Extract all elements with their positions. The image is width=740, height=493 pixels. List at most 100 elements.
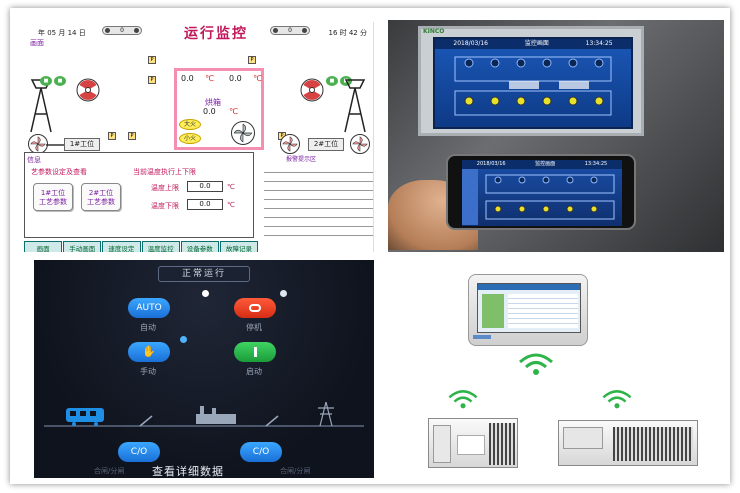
left-radiation-fan-icon xyxy=(76,78,100,102)
kiln-temp-b-unit: ℃ xyxy=(253,74,262,83)
monitor-screen: 2018/03/16 监控画面 13:34:25 xyxy=(433,37,633,129)
monitor-date: 2018/03/16 xyxy=(453,40,488,47)
right-mid-fan-icon xyxy=(280,134,300,154)
hmi-subtitle: 画面 xyxy=(30,39,44,47)
upper-limit-value[interactable]: 0.0 xyxy=(187,181,223,192)
monitor-brand: KINCO xyxy=(423,28,445,35)
right-bottom-fan-icon xyxy=(350,134,370,154)
hmi-tablet xyxy=(468,274,588,346)
start-icon xyxy=(253,346,257,357)
hmi-nav-bar: 画面 手动画面 速度设定 温度监控 设备参数 故障记录 xyxy=(24,241,259,252)
panel-monitor: KINCO 2018/03/16 监控画面 13:34:25 xyxy=(418,26,644,136)
left-bottom-fan-icon xyxy=(28,134,48,154)
start-label: 启动 xyxy=(246,367,262,376)
alarm-list xyxy=(264,164,373,236)
pylon-icon xyxy=(318,401,334,427)
left-green-indicator: ■ xyxy=(40,76,52,86)
fire-small-button[interactable]: 小火 xyxy=(179,133,201,144)
stop-icon xyxy=(249,303,261,312)
stop-button[interactable] xyxy=(234,298,276,318)
info-panel: 信息 艺参数设定及查看 当前温度执行上下限 1#工位 工艺参数 2#工位 工艺参… xyxy=(24,152,254,238)
smartphone: 2018/03/16 监控画面 13:34:25 xyxy=(446,154,636,230)
monitor-screen-header: 2018/03/16 监控画面 13:34:25 xyxy=(435,39,631,49)
view-details-link[interactable]: 查看详细数据 xyxy=(152,465,224,478)
phone-time: 13:34:25 xyxy=(584,161,608,167)
hmi-right-counter: 0 xyxy=(270,26,310,35)
stop-label: 停机 xyxy=(246,323,262,332)
wifi-icon-center xyxy=(519,353,553,375)
mobile-control-app: 正常运行 AUTO 自动 停机 ✋ 手动 启动 xyxy=(34,260,374,478)
nav-temperature[interactable]: 温度监控 xyxy=(141,241,180,252)
phone-date: 2018/03/16 xyxy=(476,161,506,167)
manual-indicator-dot xyxy=(180,336,187,343)
kiln-panel: 0.0 ℃ 0.0 ℃ 烘箱 0.0 ℃ 大火 小火 xyxy=(174,68,264,150)
craft1-line2: 工艺参数 xyxy=(39,198,67,206)
kiln-temp-b: 0.0 xyxy=(229,74,242,83)
alarm-area-label: 报警提示区 xyxy=(286,156,317,163)
lower-limit-value[interactable]: 0.0 xyxy=(187,199,223,210)
phone-title: 监控画面 xyxy=(535,161,556,167)
kiln-temp-a-unit: ℃ xyxy=(205,74,214,83)
left-small-indicator: P xyxy=(108,132,116,140)
monitor-time: 13:34:25 xyxy=(585,40,613,47)
hmi-title: 运行监控 xyxy=(184,26,248,42)
hmi-phone-photo: KINCO 2018/03/16 监控画面 13:34:25 xyxy=(388,20,724,252)
kiln-temp-a: 0.0 xyxy=(181,74,194,83)
craft2-line1: 2#工位 xyxy=(88,189,114,197)
right-green-indicator: ■ xyxy=(326,76,338,86)
manual-label: 手动 xyxy=(140,367,156,376)
nav-speed[interactable]: 速度设定 xyxy=(102,241,141,252)
wireless-devices-illustration xyxy=(388,260,724,478)
collage-frame: 年 05 月 14 日 0 运行监控 0 16 时 42 分 画面 ■ ■ P … xyxy=(10,8,730,484)
phone-diagram xyxy=(462,169,615,225)
plc-device-left xyxy=(428,418,518,468)
fire-big-button[interactable]: 大火 xyxy=(179,119,201,130)
nav-device-params[interactable]: 设备参数 xyxy=(180,241,219,252)
co-right-button[interactable]: C/O xyxy=(240,442,282,462)
craft1-button[interactable]: 1#工位 工艺参数 xyxy=(33,183,73,211)
right-radiation-fan-icon xyxy=(300,78,324,102)
auto-button[interactable]: AUTO xyxy=(128,298,170,318)
hmi-monitor-screen: 年 05 月 14 日 0 运行监控 0 16 时 42 分 画面 ■ ■ P … xyxy=(24,22,374,252)
faint-right-label: 合闸/分闸 xyxy=(280,467,311,475)
upper-limit-unit: ℃ xyxy=(227,183,235,191)
kiln-temp-c: 0.0 xyxy=(203,107,216,116)
nav-main[interactable]: 画面 xyxy=(24,241,63,252)
monitor-diagram xyxy=(454,56,612,116)
kiln-indicator-tr: P xyxy=(248,56,256,64)
craft2-line2: 工艺参数 xyxy=(87,198,115,206)
nav-manual[interactable]: 手动画面 xyxy=(63,241,102,252)
phone-screen: 2018/03/16 监控画面 13:34:25 xyxy=(462,160,622,226)
station1-button[interactable]: 1#工位 xyxy=(64,138,100,151)
monitor-title: 监控画面 xyxy=(524,40,549,47)
lower-limit-label: 温度下限 xyxy=(151,202,179,210)
wifi-icon-right xyxy=(602,390,632,409)
hmi-date: 年 05 月 14 日 xyxy=(38,29,86,37)
station2-button[interactable]: 2#工位 xyxy=(308,138,344,151)
tablet-screen xyxy=(477,283,581,333)
nav-fault-log[interactable]: 故障记录 xyxy=(219,241,259,252)
craft-hint: 艺参数设定及查看 xyxy=(31,168,87,176)
auto-label: 自动 xyxy=(140,323,156,332)
hmi-time: 16 时 42 分 xyxy=(328,29,368,37)
kiln-fan-icon xyxy=(231,121,255,145)
co-left-button[interactable]: C/O xyxy=(118,442,160,462)
left-green-indicator-2: ■ xyxy=(54,76,66,86)
start-button[interactable] xyxy=(234,342,276,362)
upper-limit-label: 温度上限 xyxy=(151,184,179,192)
info-title: 信息 xyxy=(27,156,41,164)
craft1-line1: 1#工位 xyxy=(40,189,66,197)
hmi-left-counter: 0 xyxy=(102,26,142,35)
limit-hint: 当前温度执行上下限 xyxy=(133,168,196,176)
kiln-temp-c-unit: ℃ xyxy=(229,107,238,116)
right-tower-icon xyxy=(344,79,366,133)
kiln-indicator-bl: P xyxy=(128,132,136,140)
factory-icon xyxy=(196,406,236,424)
stop-indicator-dot xyxy=(280,290,287,297)
phone-screen-header: 2018/03/16 监控画面 13:34:25 xyxy=(462,160,622,169)
craft2-button[interactable]: 2#工位 工艺参数 xyxy=(81,183,121,211)
manual-button[interactable]: ✋ xyxy=(128,342,170,362)
train-icon xyxy=(66,408,104,426)
faint-left-label: 合闸/分闸 xyxy=(94,467,125,475)
status-dot xyxy=(202,290,209,297)
